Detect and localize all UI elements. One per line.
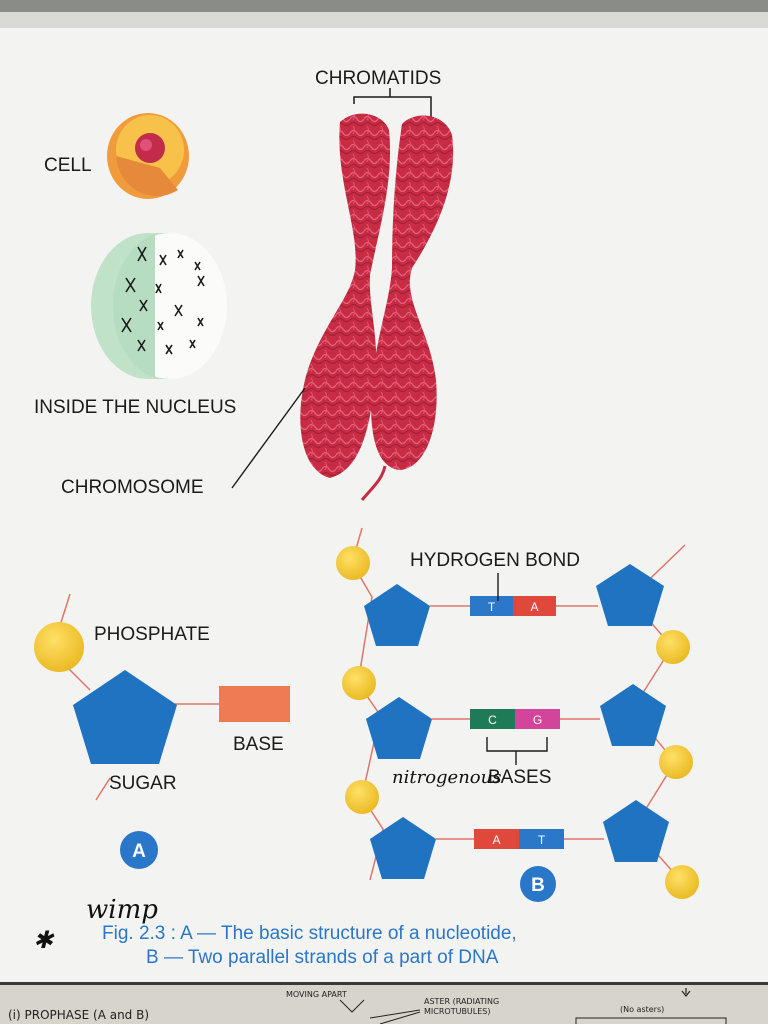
handwritten-nitrogenous: nitrogenous xyxy=(392,767,501,788)
no-asters-label: (No asters) xyxy=(620,1005,664,1014)
dna-phosphate xyxy=(336,546,370,580)
base-label: BASE xyxy=(233,734,284,755)
microtubules-label: MICROTUBULES) xyxy=(424,1007,491,1016)
base-left-letter: A xyxy=(492,833,500,847)
dna-phosphate xyxy=(345,780,379,814)
aster-label: ASTER (RADIATING xyxy=(424,997,499,1006)
nucleotide-diagram xyxy=(34,593,290,801)
dna-sugar xyxy=(366,697,432,759)
dna-sugar xyxy=(600,684,666,746)
dna-phosphate xyxy=(656,630,690,664)
base-rect xyxy=(219,686,290,722)
bottom-strip-edge xyxy=(0,982,768,985)
dna-sugar xyxy=(596,564,664,626)
moving-apart-label: MOVING APART xyxy=(286,990,347,999)
phosphate-label: PHOSPHATE xyxy=(94,624,210,645)
base-left-letter: T xyxy=(488,600,496,614)
base-left xyxy=(470,709,515,729)
dna-sugar xyxy=(364,584,430,646)
prophase-label: (i) PROPHASE (A and B) xyxy=(8,1008,149,1022)
chromosome-illustration xyxy=(300,113,454,501)
sugar-pentagon xyxy=(73,670,177,764)
top-dark-edge xyxy=(0,0,768,12)
dna-phosphate xyxy=(342,666,376,700)
chromosome-label: CHROMOSOME xyxy=(61,477,204,498)
caption-line-1: Fig. 2.3 : A — The basic structure of a … xyxy=(102,923,517,944)
base-left xyxy=(470,596,513,616)
chromosome-marks xyxy=(121,246,205,355)
down-arrow-icon xyxy=(681,988,691,997)
base-right xyxy=(519,829,564,849)
badge-a-text: A xyxy=(132,841,146,862)
badge-a: A xyxy=(120,831,158,869)
handwritten-star: ✱ xyxy=(33,926,55,954)
dna-sugar xyxy=(370,817,436,879)
bottom-strip xyxy=(0,982,768,1024)
handwritten-wimp: wimp xyxy=(86,895,158,925)
base-right xyxy=(513,596,556,616)
chromatids-bracket xyxy=(353,88,432,123)
bases-label: BASES xyxy=(488,767,551,788)
inside-nucleus-label: INSIDE THE NUCLEUS xyxy=(34,397,236,418)
dna-phosphate xyxy=(665,865,699,899)
dna-sugar xyxy=(603,800,669,862)
base-right xyxy=(515,709,560,729)
bases-bracket xyxy=(486,737,548,765)
base-right-letter: G xyxy=(533,713,542,727)
cell-label: CELL xyxy=(44,155,92,176)
caption-line-2: B — Two parallel strands of a part of DN… xyxy=(146,947,499,968)
hydrogen-bond-label: HYDROGEN BOND xyxy=(410,550,580,571)
base-left xyxy=(474,829,519,849)
dna-diagram xyxy=(336,527,699,899)
moving-apart-lines xyxy=(339,999,365,1013)
nucleus-illustration xyxy=(91,233,227,379)
base-right-letter: T xyxy=(538,833,546,847)
no-asters-box xyxy=(575,1017,727,1024)
chromosome-leader-line xyxy=(231,387,306,489)
sugar-label: SUGAR xyxy=(109,773,177,794)
badge-b-text: B xyxy=(531,875,545,896)
chromatids-label: CHROMATIDS xyxy=(315,68,441,89)
phosphate-circle xyxy=(34,622,84,672)
dna-phosphate xyxy=(659,745,693,779)
base-left-letter: C xyxy=(488,713,497,727)
aster-lines xyxy=(369,1009,421,1024)
cell-illustration xyxy=(107,113,189,199)
base-right-letter: A xyxy=(530,600,538,614)
badge-b: B xyxy=(520,866,556,902)
